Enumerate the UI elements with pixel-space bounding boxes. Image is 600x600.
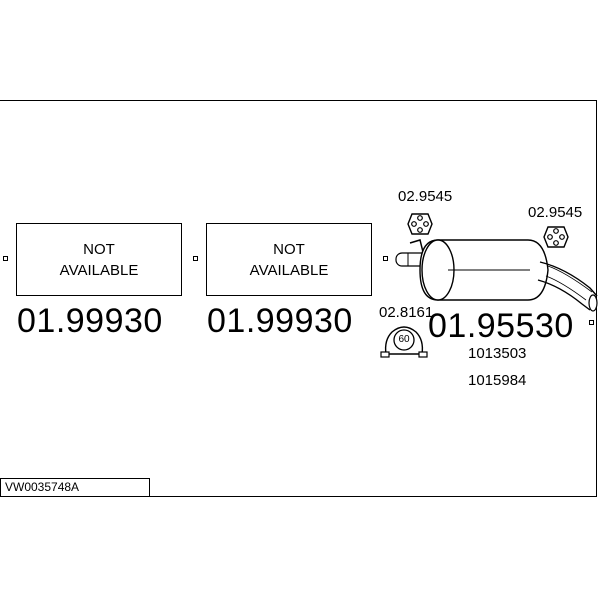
- tail-pipe: [537, 261, 598, 311]
- reference-number: VW0035748A: [0, 478, 150, 497]
- connector-marker: [3, 256, 8, 261]
- not-available-line2: AVAILABLE: [59, 261, 139, 279]
- not-available-line1: NOT: [273, 240, 305, 258]
- rubber-hanger-icon-right: [543, 226, 569, 248]
- connector-marker: [589, 320, 594, 325]
- clamp-code: 02.8161: [379, 304, 434, 321]
- clamp-size-label: 60: [398, 334, 410, 345]
- not-available-box-1: NOT AVAILABLE: [16, 223, 182, 296]
- not-available-line1: NOT: [83, 240, 115, 258]
- alt-code-1: 1013503: [468, 345, 527, 362]
- pipe-clamp-icon: [380, 326, 428, 358]
- not-available-box-2: NOT AVAILABLE: [206, 223, 372, 296]
- part-code-3: 01.95530: [428, 307, 574, 345]
- part-code-1: 01.99930: [17, 302, 163, 340]
- rubber-hanger-icon-left: [407, 213, 433, 235]
- connector-marker: [383, 256, 388, 261]
- alt-code-2: 1015984: [468, 372, 527, 389]
- connector-marker: [193, 256, 198, 261]
- part-code-2: 01.99930: [207, 302, 353, 340]
- hanger-code-right: 02.9545: [528, 204, 583, 221]
- hanger-code-left: 02.9545: [398, 188, 453, 205]
- not-available-line2: AVAILABLE: [249, 261, 329, 279]
